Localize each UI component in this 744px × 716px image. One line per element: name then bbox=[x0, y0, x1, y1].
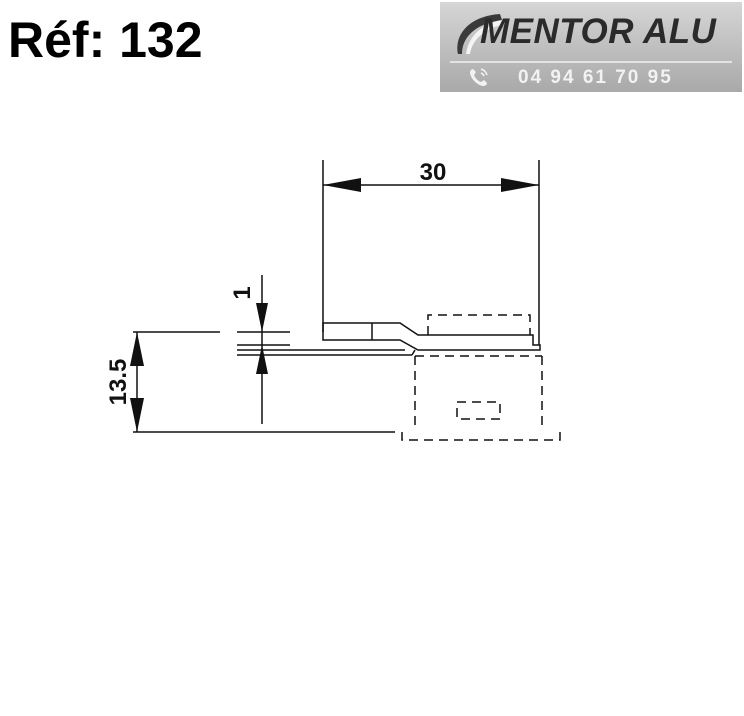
phone-number: 04 94 61 70 95 bbox=[518, 67, 673, 88]
brand-name: MENTOR ALU bbox=[480, 12, 717, 51]
phone-icon bbox=[470, 68, 488, 86]
dimension-label-height: 13.5 bbox=[105, 359, 132, 406]
page-title: Réf: 132 bbox=[8, 12, 203, 68]
logo-swoosh bbox=[450, 14, 732, 63]
dimension-label-thickness: 1 bbox=[229, 286, 256, 299]
profile-hidden bbox=[401, 314, 561, 441]
mentor-alu-logo: MENTOR ALU 04 94 61 70 95 bbox=[440, 2, 742, 92]
arrowheads bbox=[130, 178, 539, 432]
dimension-label-width: 30 bbox=[420, 159, 447, 186]
profile-solid bbox=[237, 322, 541, 356]
